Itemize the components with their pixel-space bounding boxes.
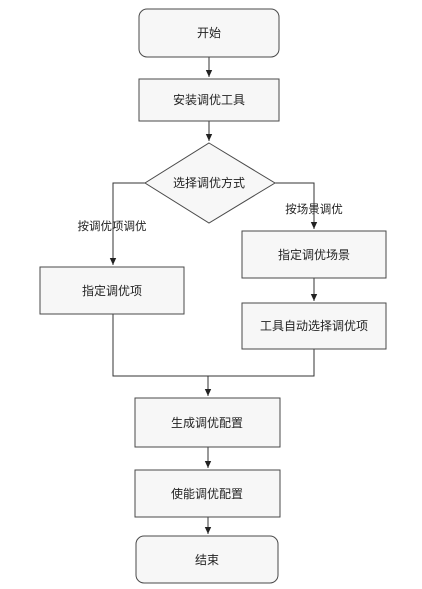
start-node-label: 开始 [197, 26, 221, 40]
enable-config-node: 使能调优配置 [134, 469, 281, 518]
connectors [109, 57, 318, 534]
specify-scene-node: 指定调优场景 [241, 230, 387, 279]
generate-config-node: 生成调优配置 [134, 397, 281, 448]
edge-auto-select-to-join [208, 349, 315, 377]
end-node-label: 结束 [195, 553, 219, 567]
tool-auto-select-label: 工具自动选择调优项 [260, 319, 368, 333]
edge-choose-to-specify-scene [275, 182, 318, 229]
tool-auto-select-node: 工具自动选择调优项 [241, 302, 387, 350]
install-tool-label: 安装调优工具 [173, 92, 245, 107]
start-node: 开始 [138, 8, 280, 58]
decision-label: 选择调优方式 [173, 175, 245, 190]
generate-config-label: 生成调优配置 [171, 416, 243, 430]
enable-config-label: 使能调优配置 [171, 486, 243, 501]
install-tool-node: 安装调优工具 [138, 78, 280, 122]
end-node: 结束 [135, 535, 279, 584]
specify-scene-label: 指定调优场景 [278, 247, 350, 262]
specify-items-label: 指定调优项 [82, 283, 142, 298]
by-scene-edge-label: 按场景调优 [285, 202, 343, 216]
by-item-edge-label: 按调优项调优 [78, 219, 147, 233]
specify-items-node: 指定调优项 [39, 266, 185, 315]
edge-choose-to-specify-items [109, 182, 145, 265]
edge-specify-items-to-join [112, 314, 208, 377]
decision-node: 选择调优方式 [144, 142, 276, 224]
